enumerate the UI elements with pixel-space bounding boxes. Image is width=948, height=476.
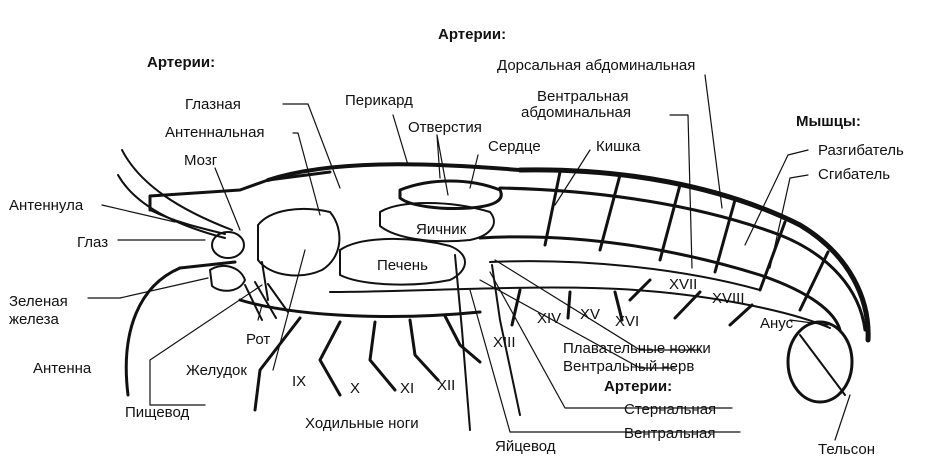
label-intestine: Кишка <box>596 138 641 155</box>
label-antennal: Антеннальная <box>165 124 265 141</box>
label-ophthalmic: Глазная <box>185 96 241 113</box>
carapace-lower <box>238 298 482 318</box>
label-antennule: Антеннула <box>9 197 84 214</box>
label-mouth: Рот <box>246 331 271 348</box>
liver-outline <box>339 237 466 286</box>
walking-leg-2 <box>318 320 342 397</box>
segment-ix: IX <box>292 373 307 390</box>
telson-mid <box>799 334 846 396</box>
antenna-base <box>178 260 237 270</box>
segment-xiv: XIV <box>537 310 562 327</box>
eye-shape <box>211 231 245 259</box>
label-liver: Печень <box>377 257 428 274</box>
rostrum <box>148 170 332 212</box>
dorsal-abdominal-artery <box>498 186 867 332</box>
label-pericardium: Перикард <box>345 92 413 109</box>
walking-leg-5 <box>443 314 482 364</box>
label-ventral-abdominal-2: абдоминальная <box>521 104 631 121</box>
label-telson: Тельсон <box>818 441 876 458</box>
label-openings: Отверстия <box>408 119 482 136</box>
ventral-nerve-cord <box>329 286 831 329</box>
walking-leg-1 <box>253 316 302 412</box>
label-walking-legs: Ходильные ноги <box>305 415 419 432</box>
carapace-dorsal <box>266 162 522 182</box>
swimmeret-5 <box>673 290 702 320</box>
label-green-gland-2: железа <box>9 311 59 328</box>
walking-leg-4 <box>408 318 440 382</box>
ventral-abdominal-artery <box>489 260 761 291</box>
abdomen-segment-3 <box>658 183 682 262</box>
label-ventral: Вентральная <box>624 425 716 442</box>
label-extensor: Разгибатель <box>818 142 904 159</box>
segment-xv: XV <box>580 306 601 323</box>
abdomen-segment-4 <box>713 198 737 274</box>
segment-xvi: XVI <box>615 313 640 330</box>
label-oviduct: Яйцевод <box>495 438 556 455</box>
stomach-outline <box>257 207 341 277</box>
swimmeret-3 <box>613 290 624 322</box>
label-swimmerets: Плавательные ножки <box>563 340 711 357</box>
label-stomach: Желудок <box>186 362 247 379</box>
segment-xiii: XIII <box>493 334 516 351</box>
segment-x: X <box>350 380 361 397</box>
swimmeret-4 <box>628 278 652 302</box>
telson-shape <box>786 320 854 404</box>
label-anus: Анус <box>760 315 794 332</box>
leader-lines <box>87 74 851 441</box>
label-green-gland-1: Зеленая <box>9 293 68 310</box>
abdomen-dorsal-outline <box>517 167 871 343</box>
label-esophagus: Пищевод <box>125 404 190 421</box>
label-brain: Мозг <box>184 152 218 169</box>
heart-outline <box>398 179 503 210</box>
muscles-heading: Мышцы: <box>796 113 861 130</box>
arteries-heading-top: Артерии: <box>438 26 507 43</box>
label-dorsal-abdominal: Дорсальная абдоминальная <box>497 57 696 74</box>
oviduct-tube <box>454 254 471 431</box>
segment-xvii: XVII <box>669 276 698 293</box>
segment-xviii: XVIII <box>712 290 745 307</box>
green-gland-shape <box>209 264 246 292</box>
label-eye: Глаз <box>77 234 109 251</box>
abdomen-segment-1 <box>543 170 562 247</box>
swimmeret-6 <box>728 303 754 327</box>
label-ventral-nerve: Вентральный нерв <box>563 358 695 375</box>
label-heart: Сердце <box>488 138 541 155</box>
arteries-heading-left: Артерии: <box>147 54 216 71</box>
label-sternal: Стернальная <box>624 401 717 418</box>
abdomen-segment-2 <box>598 173 622 252</box>
swimmeret-1 <box>510 288 522 327</box>
abdomen-segment-6 <box>798 250 830 312</box>
arteries-heading-bottom: Артерии: <box>604 378 673 395</box>
segment-xii: XII <box>437 377 456 394</box>
label-ventral-abdominal-1: Вентральная <box>537 88 629 105</box>
antenna-flagellum <box>124 266 182 397</box>
ovary-outline <box>379 202 495 243</box>
intestine-tube <box>478 235 842 332</box>
segment-xi: XI <box>400 380 415 397</box>
esophagus-tube <box>261 261 269 301</box>
antennule-flagellum-2 <box>117 174 226 239</box>
carapace-front <box>149 209 226 235</box>
swimmeret-2 <box>566 290 572 320</box>
walking-leg-3 <box>368 320 397 392</box>
sternal-artery <box>491 264 521 416</box>
label-ovary: Яичник <box>416 221 467 238</box>
label-antenna: Антенна <box>33 360 92 377</box>
label-flexor: Сгибатель <box>818 166 891 183</box>
